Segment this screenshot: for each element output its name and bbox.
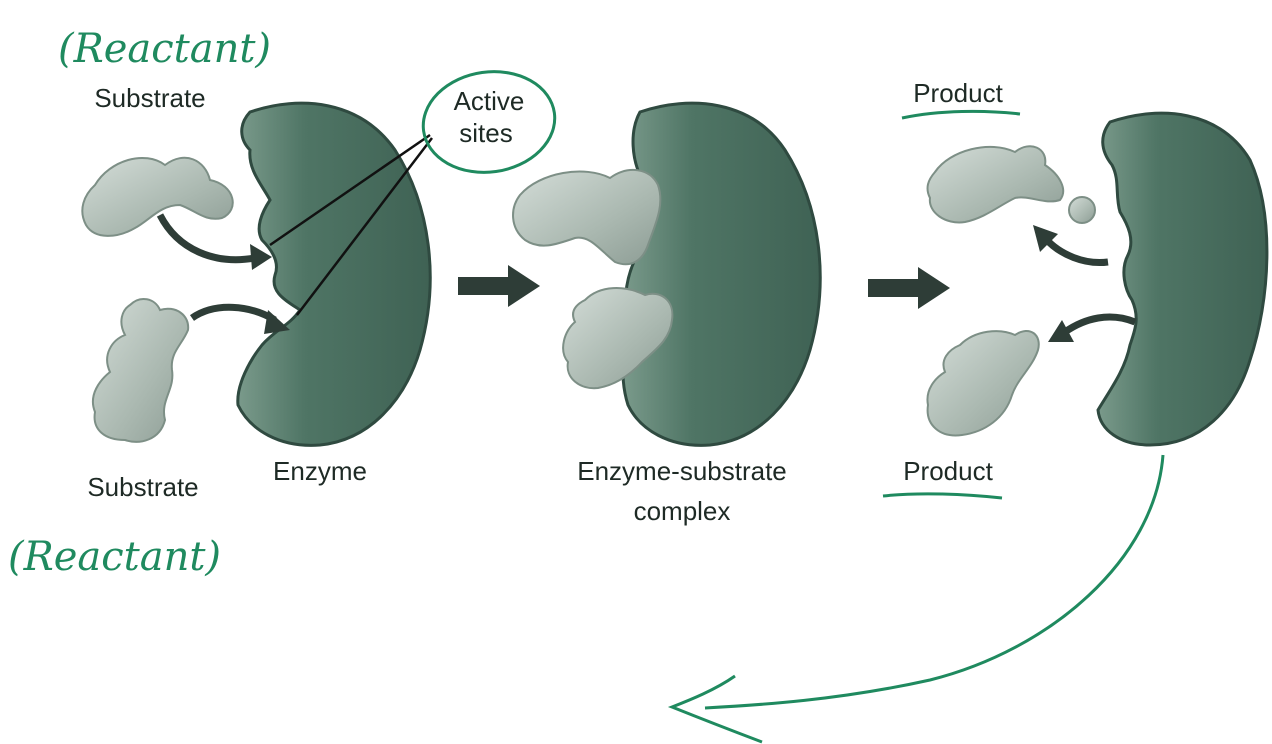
product-top-label: Product [913, 78, 1003, 108]
right-arrow-icon [868, 267, 950, 309]
product-top-underline [902, 111, 1020, 118]
reactant-annotation-bottom: (Reactant) [8, 534, 221, 580]
product-top-shape [928, 146, 1064, 222]
product-bottom-underline [883, 494, 1002, 498]
curved-arrow-icon [1065, 317, 1135, 332]
product-top-fragment [1069, 197, 1095, 223]
substrate-bound-top [513, 170, 660, 264]
curved-arrow-icon [1045, 238, 1108, 263]
enzyme-shape [1098, 113, 1267, 445]
active-sites-label-line1: Active [454, 86, 525, 116]
complex-label-line1: Enzyme-substrate [577, 456, 787, 486]
substrate-bottom-shape [93, 299, 188, 442]
substrate-top-shape [82, 158, 232, 236]
right-arrow-icon [458, 265, 540, 307]
enzyme-label: Enzyme [273, 456, 367, 486]
active-sites-label-line2: sites [459, 118, 512, 148]
curved-arrow-icon [192, 307, 275, 320]
product-bottom-label: Product [903, 456, 993, 486]
substrate-top-label: Substrate [94, 83, 205, 113]
reactant-annotation-top: (Reactant) [58, 26, 271, 72]
enzyme-shape [623, 103, 820, 445]
stage-2-complex: Enzyme-substrate complex [513, 103, 820, 526]
curved-arrow-icon [160, 215, 255, 260]
substrate-bottom-label: Substrate [87, 472, 198, 502]
arrowhead-icon [672, 676, 762, 742]
complex-label-line2: complex [634, 496, 731, 526]
arrowhead-icon [264, 310, 290, 334]
product-bottom-shape [927, 331, 1038, 435]
